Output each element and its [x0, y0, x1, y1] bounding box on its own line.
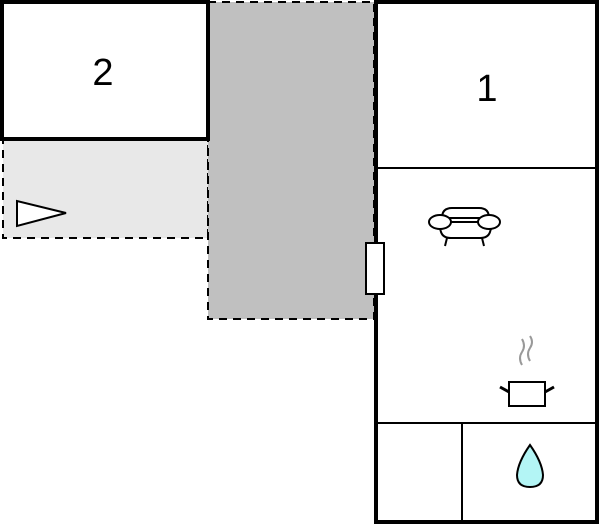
sofa-icon: [428, 207, 501, 247]
terrace-area: [2, 139, 209, 239]
entrance-arrow-icon: [16, 199, 67, 228]
covered-area: [207, 1, 375, 320]
room-2: [0, 0, 210, 141]
water-drop-icon: [515, 443, 545, 489]
door-icon: [365, 242, 385, 295]
room-1-label: 1: [476, 68, 498, 110]
room-2-label: 2: [92, 52, 114, 94]
cooking-pot-icon: [499, 335, 555, 407]
room-1-building: [374, 0, 599, 524]
